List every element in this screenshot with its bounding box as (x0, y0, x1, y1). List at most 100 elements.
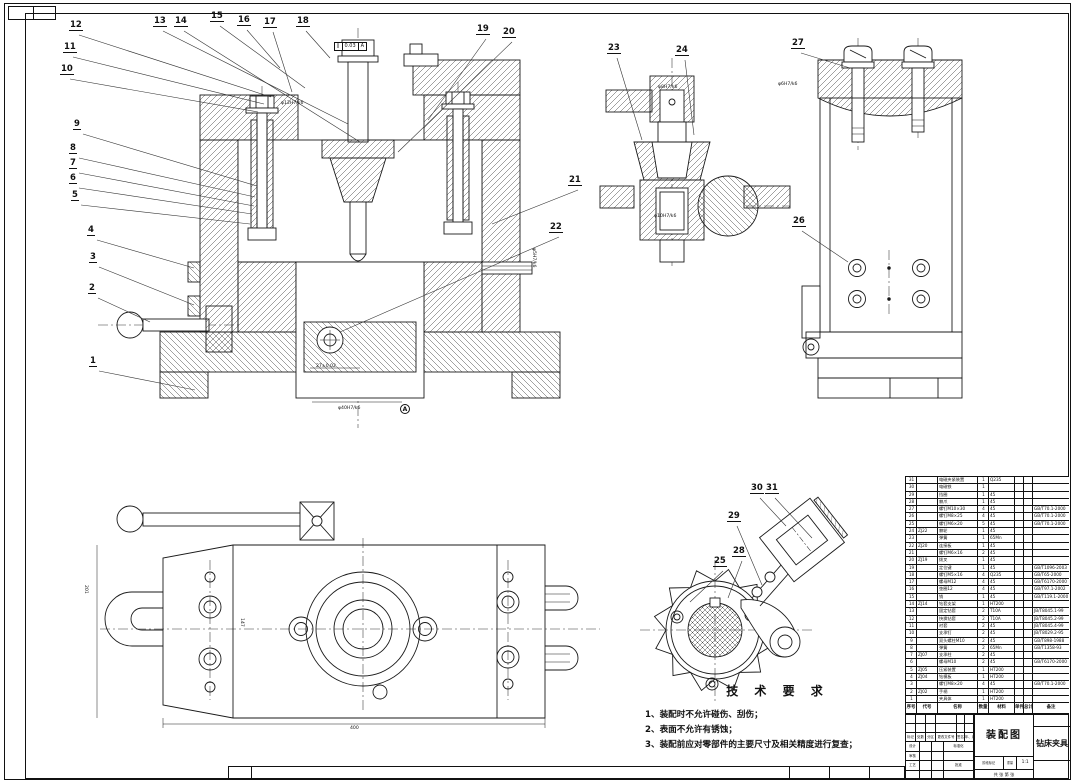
table-cell-qty: 2 (978, 622, 989, 631)
table-cell-qty: 1 (978, 528, 989, 536)
table-cell-note: GB/T70.1-2000 (1033, 521, 1069, 529)
table-cell-name: 支承钉 (938, 630, 978, 638)
table-cell-code (917, 549, 938, 558)
technical-requirements: 技 术 要 求 1、装配时不允许碰伤、刮伤；2、表面不允许有锈蚀；3、装配前应对… (645, 682, 910, 753)
rev-empty-row-2-cell (926, 724, 936, 733)
table-cell-mat: 45 (989, 506, 1015, 514)
table-cell-name: 弹簧 (938, 535, 978, 543)
table-cell-note (1033, 528, 1069, 536)
table-cell-qty: 1 (978, 688, 989, 696)
table-cell-w2 (1024, 506, 1033, 514)
col-qty: 数量 (978, 703, 989, 715)
table-cell-note (1033, 550, 1069, 558)
callout-30: 30 (750, 483, 764, 494)
table-cell-w2 (1024, 571, 1033, 580)
drawing-type-title: 装配图 (974, 715, 1033, 757)
table-cell-no: 30 (906, 484, 917, 492)
table-cell-qty: 1 (978, 498, 989, 507)
stage-weight-scale-row: 阶段标记 重量 1:1 (974, 757, 1033, 770)
table-cell-no: 10 (906, 630, 917, 638)
table-cell-note: GB/T6170-2000 (1033, 579, 1069, 587)
table-cell-qty: 4 (978, 586, 989, 594)
part-number-box (1033, 715, 1070, 727)
rev-header-row-cell: 更改文件号 (936, 733, 957, 742)
tech-req-item: 3、装配前应对零部件的主要尺寸及相关精度进行复查； (645, 740, 858, 750)
callout-22: 22 (549, 222, 563, 233)
gdt-feature-control-frame: ∥ 0.03 A (334, 42, 368, 51)
table-cell-code (917, 579, 938, 587)
table-cell-no: 1 (906, 695, 917, 704)
table-cell-w2 (1024, 644, 1033, 653)
callout-18: 18 (296, 16, 310, 27)
table-cell-code: ZJ05 (917, 666, 938, 675)
table-cell-mat: 45 (989, 491, 1015, 499)
ratchet-detail-view (653, 496, 849, 692)
table-cell-w2 (1024, 622, 1033, 631)
rev-empty-row-2-cell (906, 724, 916, 733)
table-cell-note (1033, 696, 1069, 704)
table-cell-w1 (1015, 571, 1024, 580)
callout-28: 28 (732, 546, 746, 557)
rev-empty-row-2-cell (916, 724, 926, 733)
table-cell-note (1033, 499, 1069, 507)
table-cell-w2 (1024, 557, 1033, 565)
table-cell-w2 (1024, 528, 1033, 536)
table-cell-name: 电磁铁 (938, 484, 978, 492)
table-cell-mat: 45 (989, 557, 1015, 565)
table-cell-w1 (1015, 506, 1024, 514)
rev-empty-row-2-cell (965, 724, 974, 733)
table-cell-w2 (1024, 601, 1033, 609)
table-cell-no: 29 (906, 491, 917, 499)
callout-24: 24 (675, 45, 689, 56)
table-cell-w1 (1015, 659, 1024, 667)
top-left-frame-box (8, 6, 56, 20)
sign-empty-row-cell (906, 770, 920, 780)
table-cell-w1 (1015, 593, 1024, 602)
sign-row-1: 审核 (906, 751, 974, 761)
table-cell-qty: 1 (978, 666, 989, 675)
company-box (1033, 761, 1070, 780)
table-cell-w2 (1024, 542, 1033, 550)
table-cell-w1 (1015, 542, 1024, 550)
table-cell-note (1033, 689, 1069, 696)
table-cell-code (917, 506, 938, 514)
table-cell-note: GB/T1096-2003 (1033, 565, 1069, 572)
table-cell-note (1033, 477, 1069, 485)
tech-req-items: 1、装配时不允许碰伤、刮伤；2、表面不允许有锈蚀；3、装配前应对零部件的主要尺寸… (645, 708, 910, 753)
table-cell-code: ZJ20 (917, 542, 938, 550)
callout-21: 21 (568, 175, 582, 186)
table-cell-mat: T10A (989, 608, 1015, 616)
table-cell-code: ZJ07 (917, 652, 938, 660)
table-cell-w2 (1024, 579, 1033, 587)
rev-empty-row-1-cell (957, 715, 965, 724)
table-cell-note (1033, 535, 1069, 543)
sign-row-0: 设计标准化 (906, 742, 974, 752)
table-cell-w1 (1015, 491, 1024, 499)
rev-empty-row-1-cell (965, 715, 974, 724)
table-cell-code (917, 484, 938, 492)
table-cell-mat: 45 (989, 549, 1015, 558)
table-cell-mat: 45 (989, 513, 1015, 521)
table-cell-qty: 2 (978, 652, 989, 660)
rev-empty-row-1-cell (916, 715, 926, 724)
table-cell-no: 8 (906, 644, 917, 653)
callout-1: 1 (89, 356, 97, 367)
table-cell-qty: 2 (978, 608, 989, 616)
table-cell-name: 衬套 (938, 622, 978, 631)
table-cell-note: GB/T70.1-2000 (1033, 513, 1069, 521)
table-cell-w1 (1015, 666, 1024, 675)
table-cell-no: 12 (906, 615, 917, 623)
table-cell-name: 螺钉M10×30 (938, 506, 978, 514)
table-cell-mat: 45 (989, 564, 1015, 572)
table-cell-no: 4 (906, 674, 917, 682)
rev-empty-row-2-cell (957, 724, 965, 733)
table-cell-mat: 45 (989, 622, 1015, 631)
